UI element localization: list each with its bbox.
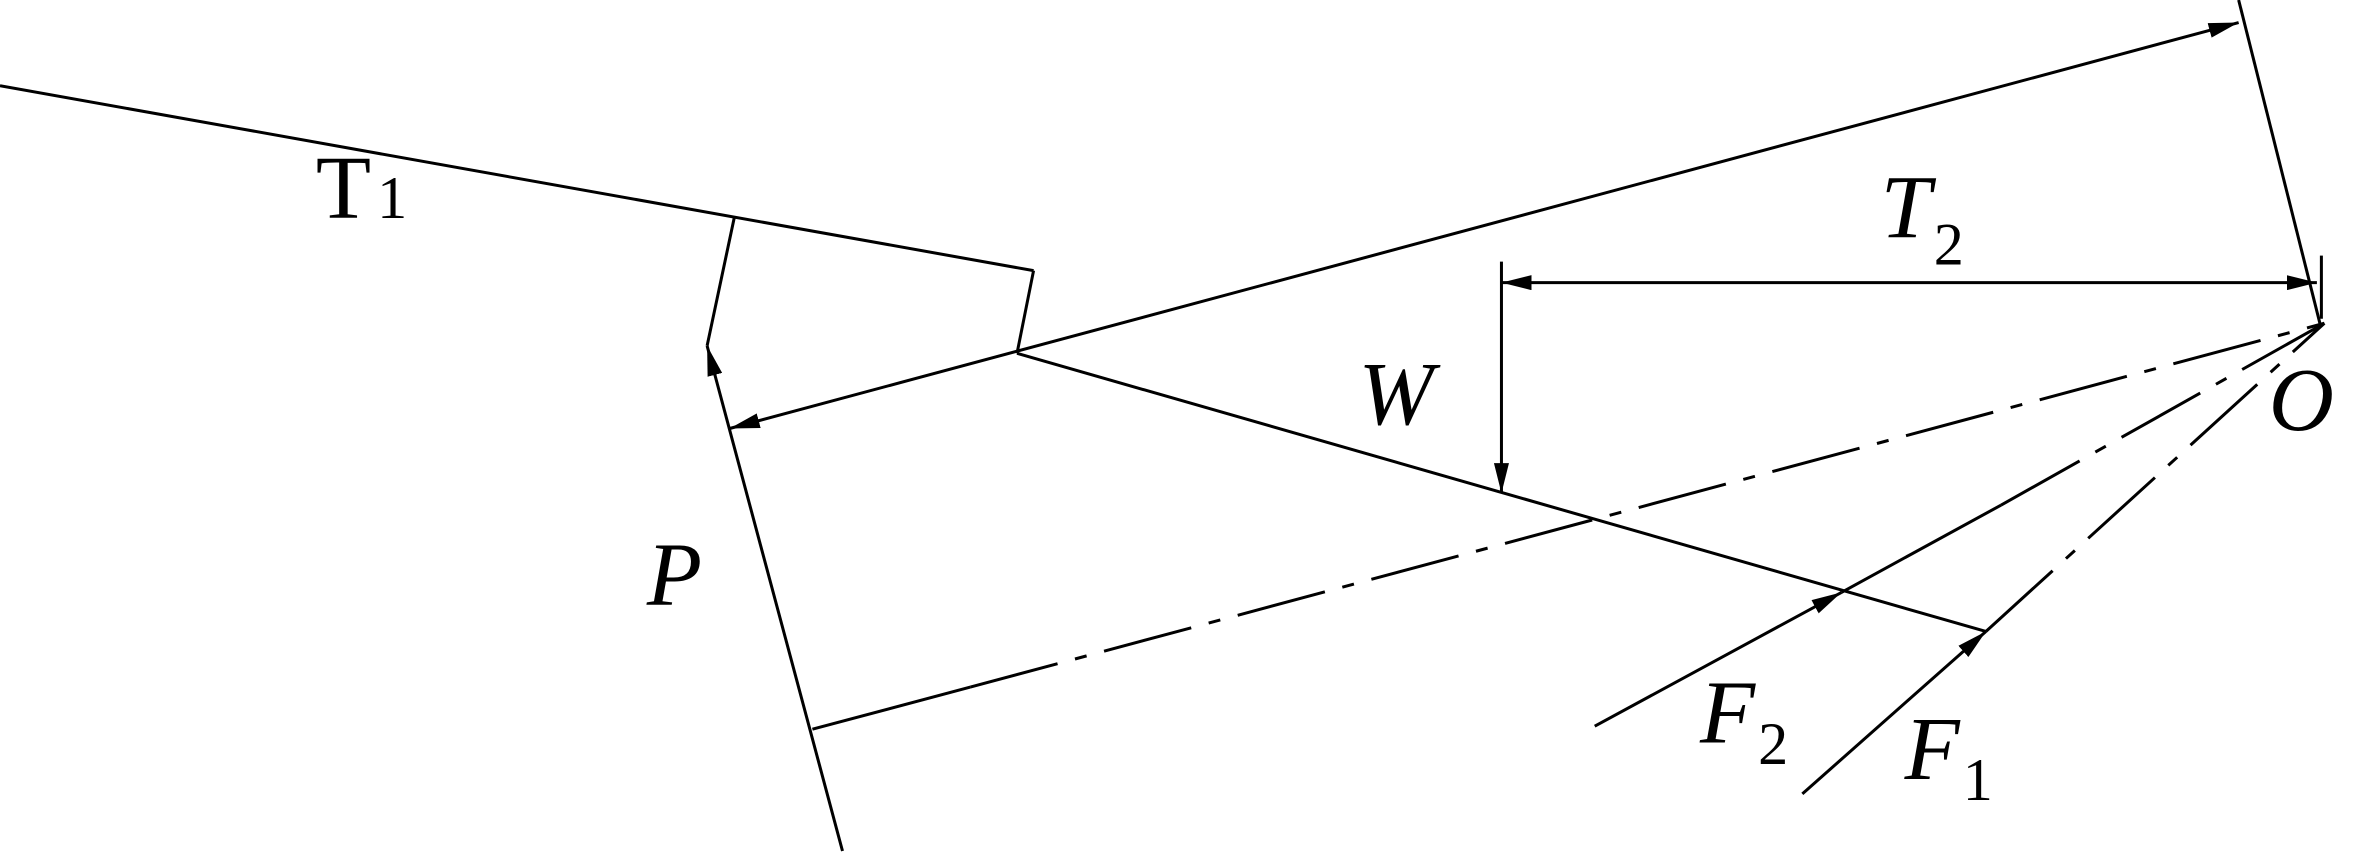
perpendicular-segment — [705, 217, 736, 347]
beam-end-segment — [1015, 270, 1036, 354]
p-moment-arm-dashdot — [969, 321, 2325, 689]
upper-beam-line — [0, 84, 1034, 273]
p-force-arrow — [705, 345, 844, 852]
label-f1: F1 — [1904, 699, 1993, 814]
lower-slant-line — [1016, 351, 1987, 633]
t1-force-arrow — [729, 21, 2240, 430]
f2-line-solid — [1840, 503, 2002, 594]
label-o: O — [2269, 350, 2334, 450]
f1-force-arrow — [1801, 630, 1987, 795]
f2-force-arrow — [1594, 591, 1843, 728]
p-moment-arm-solid — [812, 685, 971, 731]
label-w: W — [1359, 344, 1441, 444]
label-t2: T2 — [1881, 158, 1964, 279]
label-p: P — [646, 524, 702, 624]
f1-line-dashdot — [1984, 322, 2326, 633]
f2-line-dashdot — [2000, 321, 2326, 507]
label-f2: F2 — [1699, 663, 1788, 778]
moment-arm-line-t1 — [2237, 0, 2322, 324]
